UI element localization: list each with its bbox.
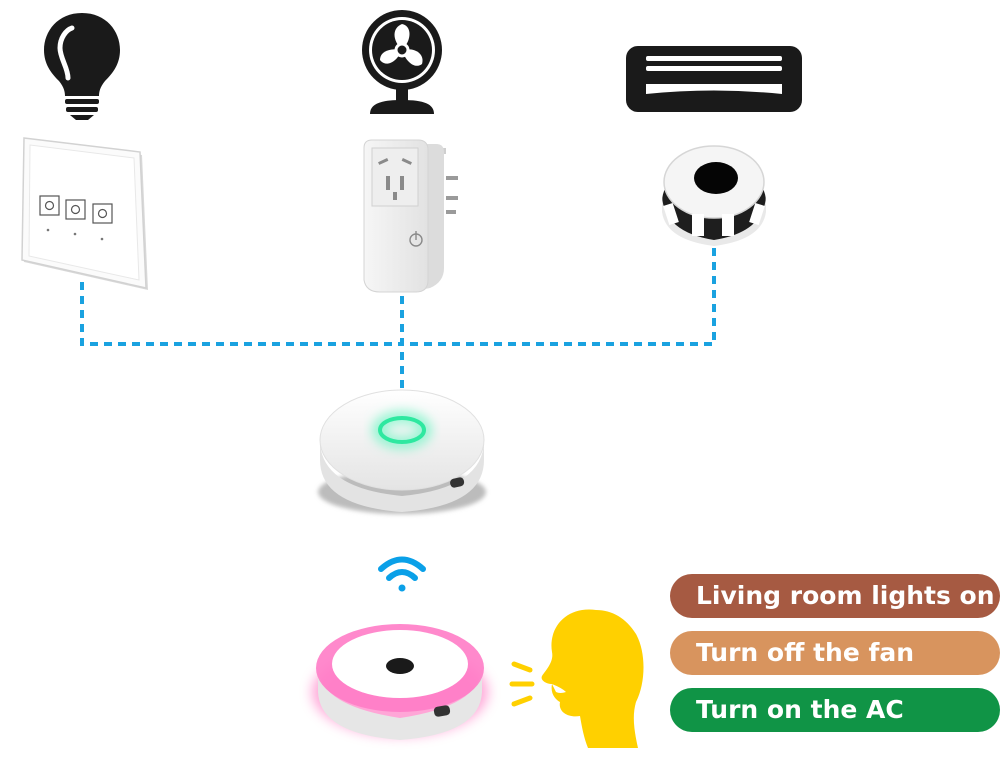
smart-home-hub bbox=[318, 389, 486, 514]
command-living-room-lights: Living room lights on bbox=[670, 574, 1000, 618]
light-bulb-icon bbox=[44, 13, 120, 120]
ir-controller bbox=[662, 145, 766, 246]
wifi-icon bbox=[378, 556, 426, 592]
connection-line-switch bbox=[80, 282, 402, 346]
connection-lines bbox=[80, 248, 716, 404]
command-label: Living room lights on bbox=[696, 581, 995, 610]
command-fan-off: Turn off the fan bbox=[670, 631, 1000, 675]
air-conditioner-icon bbox=[626, 46, 802, 112]
desk-fan-icon bbox=[362, 10, 442, 114]
command-ac-on: Turn on the AC bbox=[670, 688, 1000, 732]
command-label: Turn on the AC bbox=[696, 695, 904, 724]
command-label: Turn off the fan bbox=[696, 638, 915, 667]
speaking-head-icon bbox=[509, 609, 644, 748]
smart-plug bbox=[363, 139, 458, 293]
wall-touch-switch bbox=[21, 137, 148, 290]
smart-speaker bbox=[312, 624, 488, 740]
connection-line-ir bbox=[402, 248, 716, 346]
